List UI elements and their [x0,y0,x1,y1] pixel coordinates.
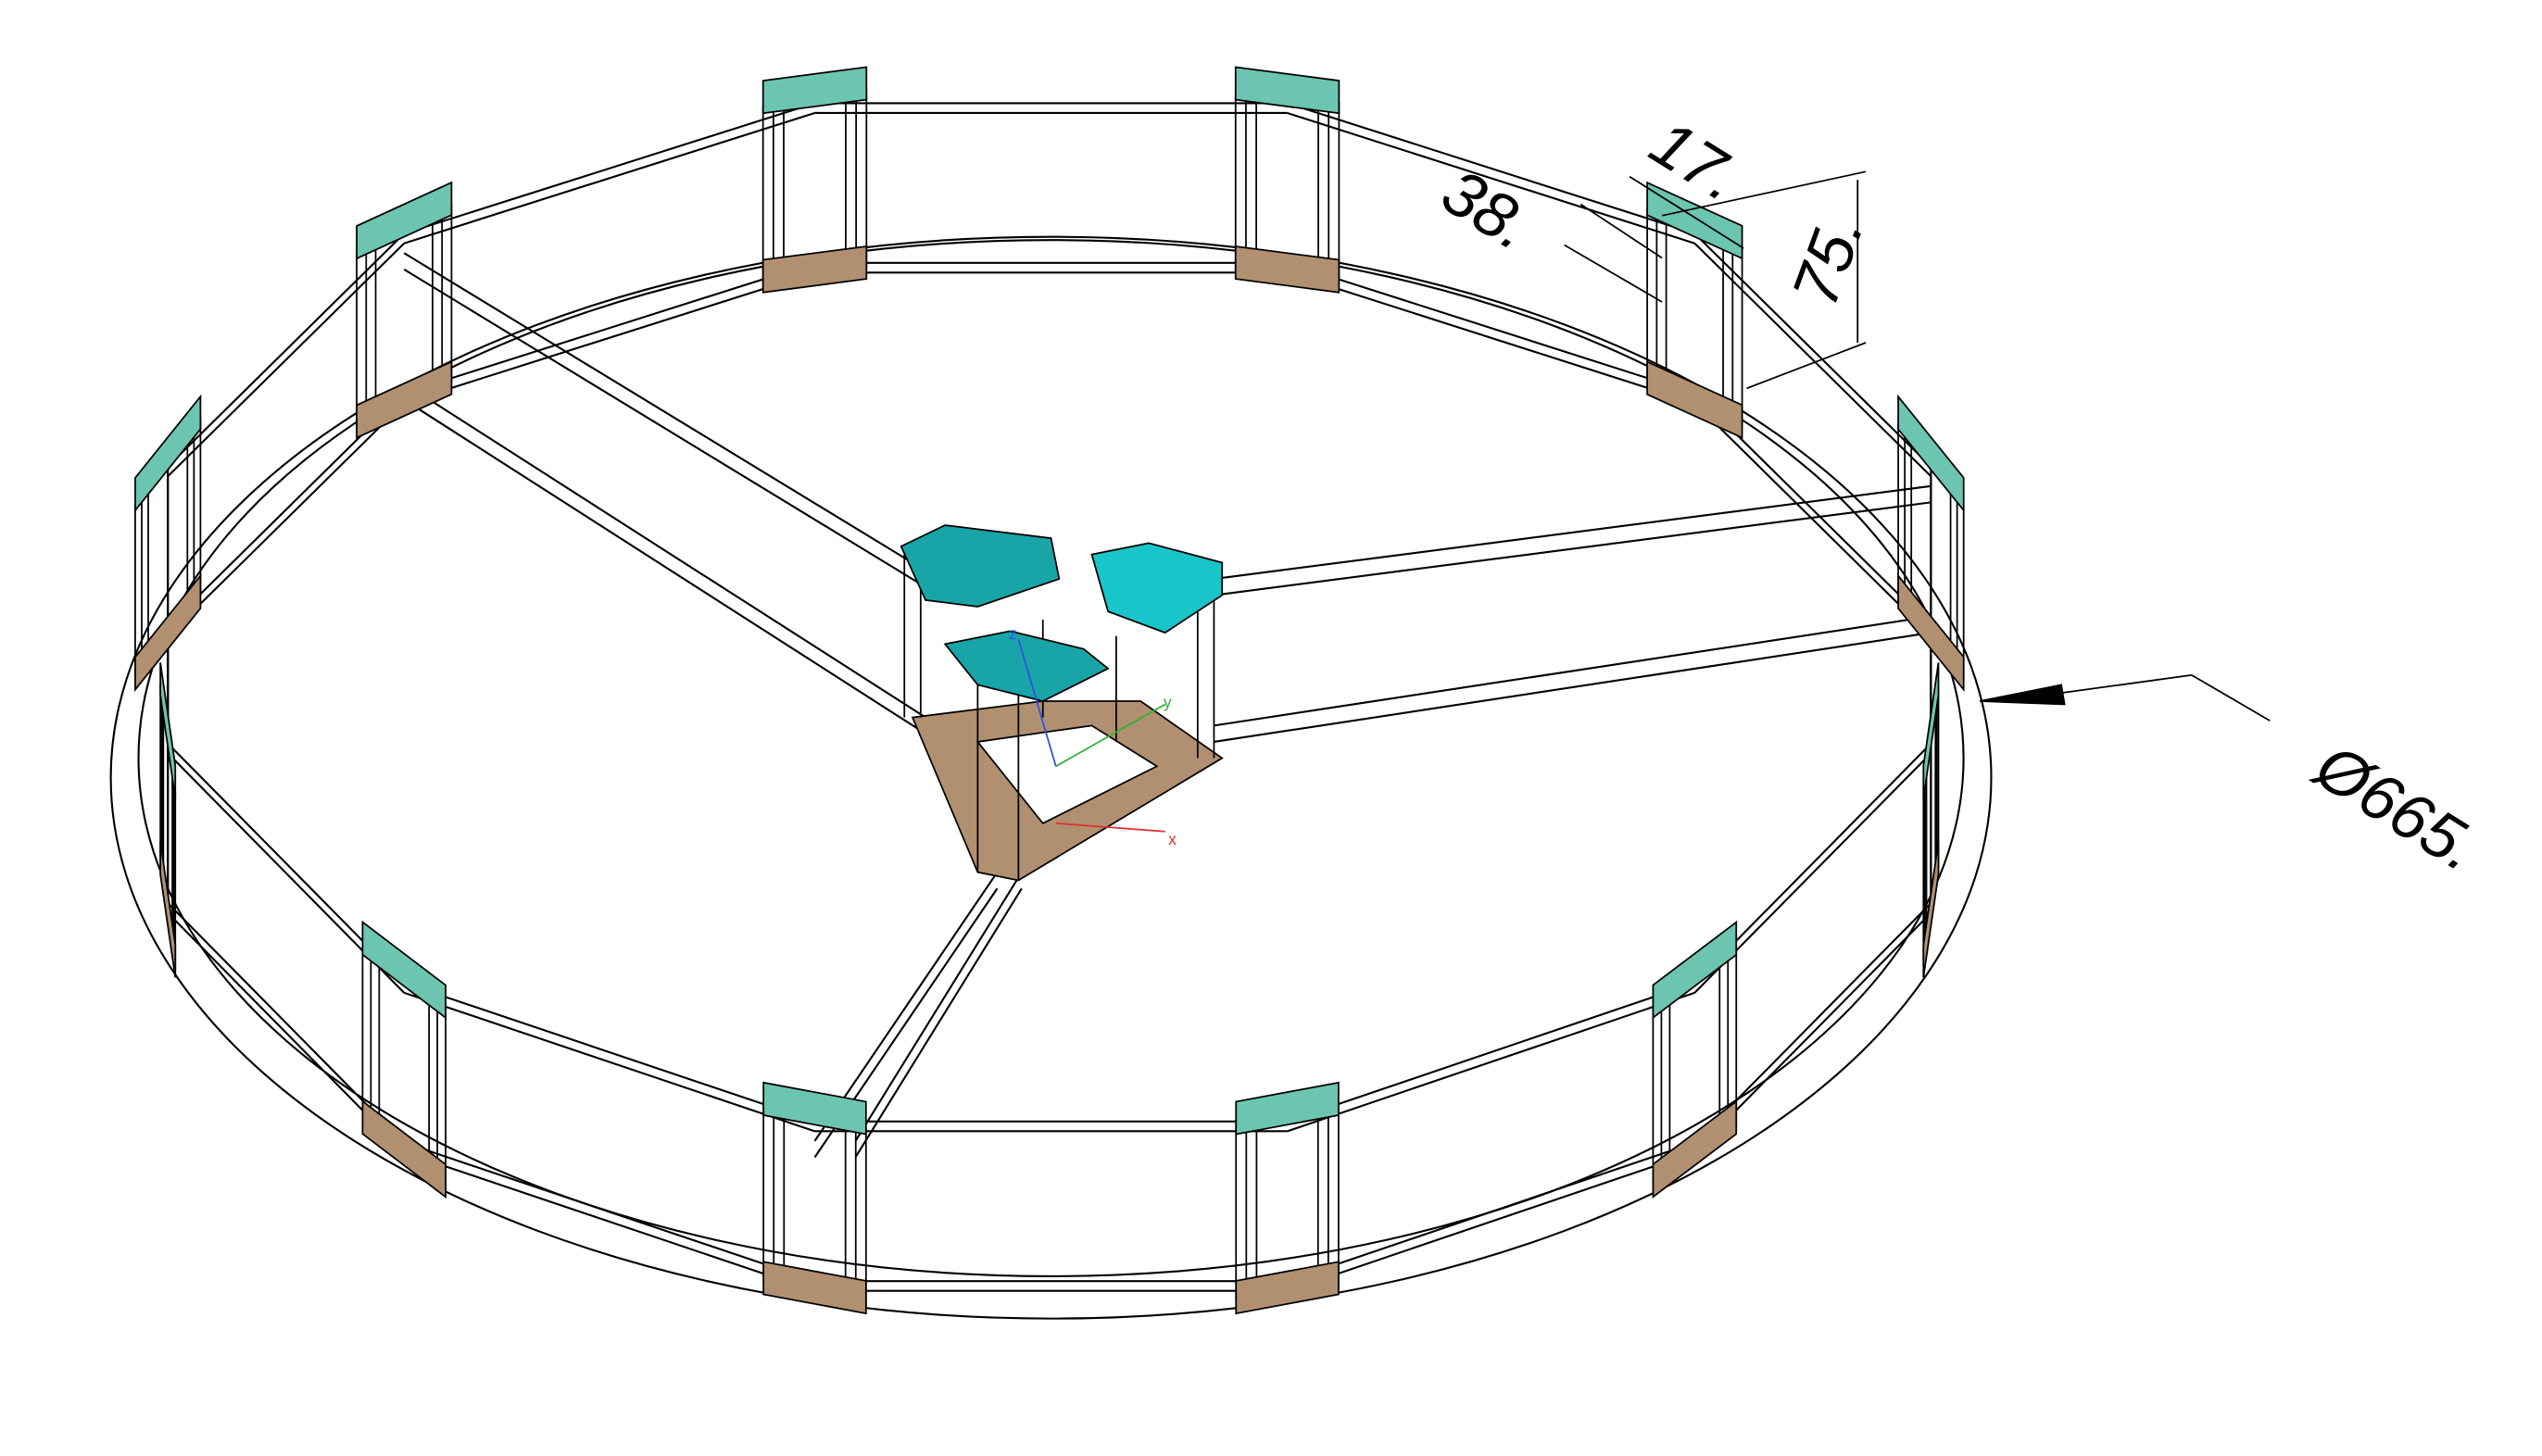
post [1652,920,1738,1199]
post-body [1234,93,1340,282]
post-bottom-face [1235,1261,1340,1315]
post-body [761,88,868,286]
post-top-face [1922,662,1940,799]
post [1234,66,1340,294]
hub-base-hole [975,724,1159,825]
post-top-face [1646,181,1743,260]
spoke-edge [403,383,926,719]
post-body [1652,948,1738,1186]
outer-ellipse [109,235,1993,1320]
ring-bar-edge [1693,232,1932,468]
spoke-edge [403,398,926,735]
ring-bar-edge [167,402,405,637]
post-top-face [134,394,202,513]
post-bottom-face [1234,245,1340,294]
ring-bar-edge [403,982,815,1123]
posts [134,66,1965,1315]
post [1235,1081,1340,1315]
post-top-face [1897,394,1965,513]
ring-bar-edge [403,111,815,245]
spokes [403,252,1932,1159]
spoke-edge [403,252,926,572]
ring-bar-edge [1287,1151,1695,1292]
dimension-annotations [1564,170,2271,722]
dimension-depth: 38. [1429,154,1545,264]
post [356,181,453,439]
spoke-edge [1214,484,1932,581]
ring-bar-edge [403,261,815,395]
post-top-face [761,66,868,115]
post-body [1897,422,1965,679]
ring-bar-edge [1287,982,1695,1123]
spoke-edge [1214,632,1932,743]
post [762,1081,867,1315]
post-top-face [356,181,453,260]
central-hub: x y z [900,524,1224,882]
spoke-edge [1214,615,1932,727]
post-bottom-face [356,360,453,439]
post-body [134,417,202,684]
post [134,394,202,693]
spoke-edge [813,872,999,1142]
ring-bar-edge [403,1141,815,1283]
ring-bar-edge [1693,402,1932,637]
post-top-face [159,662,177,799]
inner-ellipse [137,239,1965,1277]
hub-top-left [900,524,1061,608]
ring-bar-edge [167,242,405,477]
ring-bar-edge [403,1151,815,1292]
post-bottom-face [1897,573,1965,693]
post [1897,394,1965,693]
post-bottom-face [761,245,868,294]
spoke-edge [403,268,926,588]
post-bottom-face [1922,841,1940,978]
dimension-diameter: Ø665. [2302,728,2493,885]
post [1922,662,1940,978]
spoke-edge [854,887,1023,1159]
ring-bar-edge [403,102,815,235]
post-body [762,1103,867,1308]
hub-top-right [1090,542,1224,634]
post-bottom-face [1652,1099,1738,1199]
post-body [1235,1108,1340,1302]
ring-bar-edge [1287,111,1695,245]
ring-bar-edge [1287,261,1695,395]
ring-bar-edge [1693,242,1932,477]
post-top-face [1234,66,1340,115]
post-bottom-face [1646,360,1743,439]
ring-bar-edge [1287,271,1695,405]
post-top-face [1235,1081,1340,1136]
axis-y-label: y [1164,693,1172,711]
post [159,662,177,978]
post-bottom-face [134,573,202,693]
post-top-face [361,920,447,1020]
post-bottom-face [361,1099,447,1199]
post-top-face [1652,920,1738,1020]
dimension-height: 75. [1778,205,1878,315]
post [761,66,868,294]
post-body [356,203,453,432]
spoke-edge [854,872,1023,1142]
ring-bar-edge [403,991,815,1133]
post [1646,181,1743,439]
post [361,920,447,1199]
post-body [361,943,447,1191]
axis-x-label: x [1168,830,1177,848]
post-top-face [762,1081,867,1136]
axis-z-label: z [1009,624,1017,643]
ring-bar-edge [403,271,815,405]
diameter-arrowhead [1979,684,2066,706]
post-body [1646,208,1743,427]
ring-bar-edge [1287,1141,1695,1283]
ring-bar-edge [1287,102,1695,235]
spoke-edge [1214,501,1932,596]
post-bottom-face [159,841,177,978]
post-bottom-face [762,1261,867,1315]
ring-bar-edge [167,232,405,468]
ring-bar-edge [1287,991,1695,1133]
outer-ring [109,235,1993,1320]
